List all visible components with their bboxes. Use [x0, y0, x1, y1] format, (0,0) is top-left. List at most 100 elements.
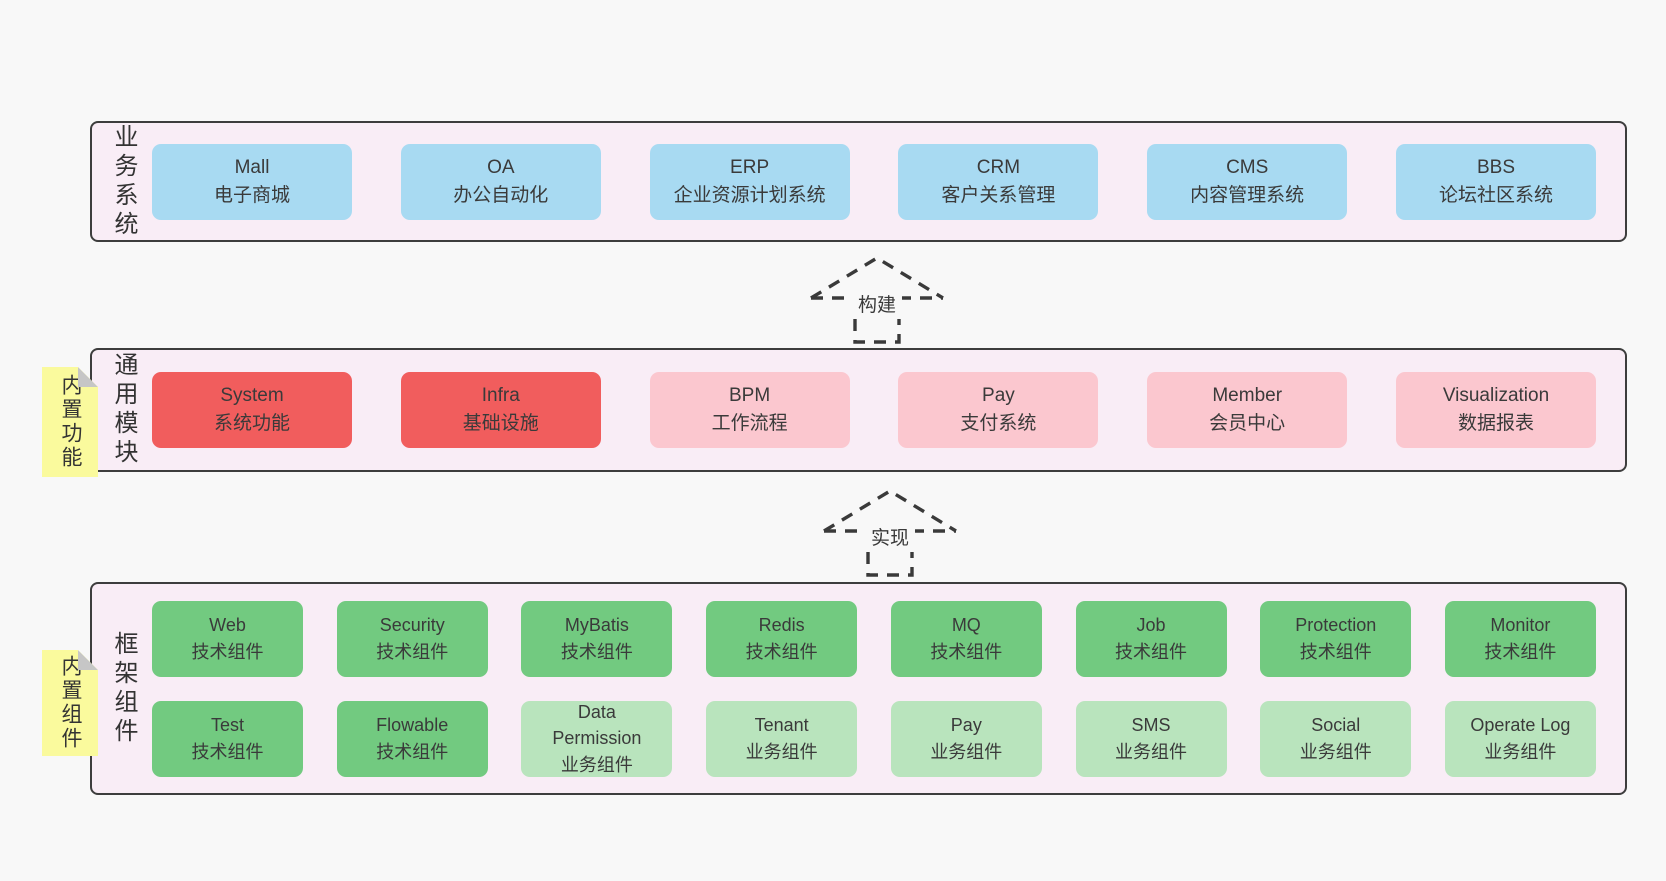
box-subtitle: 技术组件: [560, 641, 633, 662]
box-redis: Redis 技术组件: [706, 600, 858, 677]
box-title: Security: [379, 615, 445, 636]
dashed-up-arrow-icon: [823, 489, 957, 577]
box-subtitle: 业务组件: [1299, 741, 1372, 762]
box-subtitle: 数据报表: [1457, 413, 1534, 434]
box-subtitle: 技术组件: [1484, 641, 1557, 662]
box-mall: Mall 电子商城: [152, 143, 352, 220]
box-monitor: Monitor 技术组件: [1444, 600, 1596, 677]
box-title: Infra: [481, 385, 520, 407]
box-subtitle: 技术组件: [376, 641, 449, 662]
box-title: Monitor: [1490, 615, 1551, 636]
sticky-note-built-in-features: 内置功能: [42, 367, 98, 477]
box-system: System 系统功能: [152, 372, 352, 448]
box-sms: SMS 业务组件: [1075, 700, 1227, 777]
box-title: Redis: [758, 615, 805, 636]
layer-business-systems: 业务系统 Mall 电子商城 OA 办公自动化 ERP 企业资源计划系统 CRM…: [90, 121, 1627, 242]
dashed-up-arrow-icon: [810, 256, 944, 344]
box-title: Member: [1212, 385, 1283, 407]
component-box-row-1: Web 技术组件 Security 技术组件 MyBatis 技术组件 Redi…: [152, 600, 1596, 677]
box-pay-component: Pay 业务组件: [890, 700, 1042, 777]
box-bpm: BPM 工作流程: [649, 372, 850, 448]
box-flowable: Flowable 技术组件: [336, 700, 488, 777]
build-arrow: 构建: [807, 254, 947, 346]
box-subtitle: 办公自动化: [453, 184, 549, 206]
box-title: BPM: [729, 385, 771, 407]
box-visualization: Visualization 数据报表: [1395, 372, 1596, 448]
box-title: Visualization: [1442, 385, 1550, 407]
box-subtitle: 企业资源计划系统: [673, 184, 826, 206]
box-title: CMS: [1226, 156, 1269, 178]
box-title: MQ: [951, 615, 981, 636]
box-mybatis: MyBatis 技术组件: [521, 600, 673, 677]
box-tenant: Tenant 业务组件: [706, 700, 858, 777]
implement-arrow-label: 实现: [864, 521, 916, 552]
box-title: ERP: [730, 156, 770, 178]
box-title: BBS: [1476, 156, 1515, 178]
box-data-permission: Data Permission 业务组件: [521, 700, 673, 777]
layer-framework-components: 框架组件 Web 技术组件 Security 技术组件 MyBatis 技术组件…: [90, 582, 1627, 795]
box-member: Member 会员中心: [1147, 372, 1348, 448]
layer-label-business-systems: 业务系统: [110, 123, 137, 240]
box-title: Mall: [234, 156, 270, 178]
implement-arrow: 实现: [820, 487, 960, 579]
box-title: MyBatis: [564, 615, 629, 636]
box-subtitle: 系统功能: [213, 413, 290, 434]
box-oa: OA 办公自动化: [400, 143, 601, 220]
layer-label-common-modules: 通用模块: [110, 352, 137, 468]
box-title: Operate Log: [1470, 715, 1571, 736]
box-subtitle: 技术组件: [191, 641, 264, 662]
box-web: Web 技术组件: [152, 600, 303, 677]
box-title: Job: [1136, 615, 1166, 636]
component-box-row-2: Test 技术组件 Flowable 技术组件 Data Permission …: [152, 700, 1596, 777]
box-pay-module: Pay 支付系统: [898, 372, 1099, 448]
box-subtitle: 内容管理系统: [1190, 184, 1305, 206]
box-title: Web: [209, 615, 246, 636]
box-subtitle: 业务组件: [1484, 741, 1557, 762]
box-title: Data Permission: [552, 702, 642, 749]
business-box-row: Mall 电子商城 OA 办公自动化 ERP 企业资源计划系统 CRM 客户关系…: [152, 123, 1596, 240]
box-subtitle: 技术组件: [1115, 641, 1188, 662]
box-title: Pay: [950, 715, 982, 736]
module-box-row: System 系统功能 Infra 基础设施 BPM 工作流程 Pay 支付系统…: [152, 350, 1596, 470]
sticky-note-label: 内置组件: [59, 655, 82, 751]
box-title: Protection: [1295, 615, 1377, 636]
box-title: OA: [487, 156, 515, 178]
box-subtitle: 业务组件: [745, 741, 818, 762]
box-test: Test 技术组件: [152, 700, 303, 777]
box-crm: CRM 客户关系管理: [898, 143, 1099, 220]
box-title: Tenant: [754, 715, 809, 736]
box-title: Flowable: [376, 715, 449, 736]
box-subtitle: 电子商城: [213, 184, 290, 206]
box-title: Social: [1311, 715, 1361, 736]
sticky-note-built-in-components: 内置组件: [42, 650, 98, 756]
box-infra: Infra 基础设施: [400, 372, 601, 448]
box-protection: Protection 技术组件: [1260, 600, 1412, 677]
box-security: Security 技术组件: [336, 600, 488, 677]
box-subtitle: 客户关系管理: [941, 184, 1056, 206]
box-subtitle: 技术组件: [1299, 641, 1372, 662]
box-cms: CMS 内容管理系统: [1147, 143, 1348, 220]
box-mq: MQ 技术组件: [890, 600, 1042, 677]
box-title: Test: [210, 715, 244, 736]
layer-label-framework-components: 框架组件: [110, 630, 137, 747]
box-subtitle: 技术组件: [191, 741, 264, 762]
component-box-grid: Web 技术组件 Security 技术组件 MyBatis 技术组件 Redi…: [152, 584, 1596, 793]
box-subtitle: 会员中心: [1209, 413, 1286, 434]
box-subtitle: 业务组件: [1115, 741, 1188, 762]
box-social: Social 业务组件: [1260, 700, 1412, 777]
box-subtitle: 技术组件: [745, 641, 818, 662]
box-subtitle: 技术组件: [376, 741, 449, 762]
box-subtitle: 技术组件: [930, 641, 1003, 662]
box-title: System: [220, 385, 284, 407]
box-title: CRM: [976, 156, 1021, 178]
box-erp: ERP 企业资源计划系统: [649, 143, 850, 220]
box-subtitle: 基础设施: [462, 413, 539, 434]
box-operate-log: Operate Log 业务组件: [1444, 700, 1596, 777]
box-subtitle: 论坛社区系统: [1438, 184, 1553, 206]
box-subtitle: 业务组件: [930, 741, 1003, 762]
sticky-note-label: 内置功能: [59, 374, 82, 470]
box-bbs: BBS 论坛社区系统: [1395, 143, 1596, 220]
box-subtitle: 业务组件: [560, 754, 633, 775]
build-arrow-label: 构建: [851, 288, 903, 319]
box-title: SMS: [1131, 715, 1171, 736]
